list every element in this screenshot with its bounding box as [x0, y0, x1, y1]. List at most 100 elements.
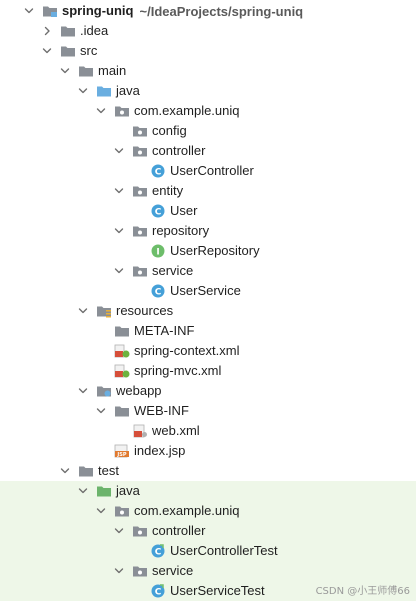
tree-item-label: java [116, 483, 140, 498]
tree-item-test-pkg[interactable]: com.example.uniq [0, 501, 416, 521]
tree-item-label: UserController [170, 163, 254, 178]
folder-icon [114, 404, 130, 418]
class-icon: C [150, 284, 166, 298]
tree-item-webinf[interactable]: WEB-INF [0, 401, 416, 421]
tree-item-label: com.example.uniq [134, 503, 240, 518]
chevron-down-icon[interactable] [58, 464, 72, 478]
folder-icon [114, 324, 130, 338]
project-path: ~/IdeaProjects/spring-uniq [139, 3, 304, 19]
watermark: CSDN @小王师傅66 [315, 586, 410, 597]
tree-item-label: repository [152, 223, 210, 238]
svg-text:C: C [155, 208, 162, 218]
tree-item-test-controller[interactable]: controller [0, 521, 416, 541]
package-icon [114, 104, 130, 118]
jsp-file-icon: JSP [114, 444, 130, 458]
svg-text:C: C [155, 168, 162, 178]
folder-icon [78, 464, 94, 478]
tree-item-user[interactable]: C User [0, 201, 416, 221]
tree-item-label: test [98, 463, 119, 478]
class-icon: C [150, 204, 166, 218]
package-icon [132, 224, 148, 238]
tree-item-label: service [152, 263, 194, 278]
package-icon [132, 524, 148, 538]
tree-item-service[interactable]: service [0, 261, 416, 281]
chevron-down-icon[interactable] [112, 184, 126, 198]
chevron-down-icon[interactable] [112, 144, 126, 158]
tree-item-label: spring-context.xml [134, 343, 240, 358]
tree-item-springmvc[interactable]: spring-mvc.xml [0, 361, 416, 381]
chevron-down-icon[interactable] [22, 4, 36, 18]
tree-item-label: UserRepository [170, 243, 260, 258]
tree-item-label: entity [152, 183, 184, 198]
folder-icon [60, 44, 76, 58]
tree-item-label: main [98, 63, 127, 78]
test-class-icon: C [150, 584, 166, 598]
tree-item-label: webapp [116, 383, 162, 398]
tree-item-main[interactable]: main [0, 61, 416, 81]
tree-item-metainf[interactable]: META-INF [0, 321, 416, 341]
tree-item-label: META-INF [134, 323, 195, 338]
tree-item-entity[interactable]: entity [0, 181, 416, 201]
resources-folder-icon [96, 304, 112, 318]
chevron-down-icon[interactable] [112, 564, 126, 578]
chevron-down-icon[interactable] [94, 504, 108, 518]
tree-item-repository[interactable]: repository [0, 221, 416, 241]
package-icon [132, 144, 148, 158]
tree-item-test-java[interactable]: java [0, 481, 416, 501]
package-icon [132, 124, 148, 138]
class-icon: C [150, 164, 166, 178]
tree-item-controller[interactable]: controller [0, 141, 416, 161]
tree-item-userrepository[interactable]: I UserRepository [0, 241, 416, 261]
tree-item-label: controller [152, 143, 206, 158]
chevron-down-icon[interactable] [94, 104, 108, 118]
chevron-down-icon[interactable] [76, 484, 90, 498]
chevron-down-icon[interactable] [76, 304, 90, 318]
tree-item-main-java[interactable]: java [0, 81, 416, 101]
folder-icon [78, 64, 94, 78]
package-icon [132, 184, 148, 198]
tree-item-main-pkg[interactable]: com.example.uniq [0, 101, 416, 121]
tree-item-label: web.xml [152, 423, 200, 438]
svg-text:I: I [156, 248, 159, 258]
tree-item-resources[interactable]: resources [0, 301, 416, 321]
chevron-down-icon[interactable] [94, 404, 108, 418]
tree-item-src[interactable]: src [0, 41, 416, 61]
chevron-down-icon[interactable] [112, 524, 126, 538]
tree-item-label: java [116, 83, 140, 98]
tree-item-label: spring-mvc.xml [134, 363, 222, 378]
chevron-down-icon[interactable] [40, 44, 54, 58]
tree-item-label: service [152, 563, 194, 578]
tree-item-webxml[interactable]: web.xml [0, 421, 416, 441]
interface-icon: I [150, 244, 166, 258]
xml-file-icon [132, 424, 148, 438]
web-folder-icon [96, 384, 112, 398]
svg-text:C: C [155, 548, 162, 558]
svg-text:JSP: JSP [116, 452, 126, 458]
test-source-folder-icon [96, 484, 112, 498]
chevron-down-icon[interactable] [58, 64, 72, 78]
svg-text:C: C [155, 288, 162, 298]
tree-item-springcontext[interactable]: spring-context.xml [0, 341, 416, 361]
tree-item-config[interactable]: config [0, 121, 416, 141]
tree-item-webapp[interactable]: webapp [0, 381, 416, 401]
tree-item-test[interactable]: test [0, 461, 416, 481]
chevron-down-icon[interactable] [76, 384, 90, 398]
spring-xml-icon [114, 344, 130, 358]
tree-item-idea[interactable]: .idea [0, 21, 416, 41]
tree-item-spring-uniq[interactable]: spring-uniq~/IdeaProjects/spring-uniq [0, 1, 416, 21]
tree-item-usercontroller[interactable]: C UserController [0, 161, 416, 181]
package-icon [132, 564, 148, 578]
chevron-down-icon[interactable] [112, 264, 126, 278]
spring-xml-icon [114, 364, 130, 378]
chevron-down-icon[interactable] [112, 224, 126, 238]
chevron-right-icon[interactable] [40, 24, 54, 38]
tree-item-test-service[interactable]: service [0, 561, 416, 581]
tree-item-label: User [170, 203, 198, 218]
chevron-down-icon[interactable] [76, 84, 90, 98]
tree-item-label: .idea [80, 23, 109, 38]
